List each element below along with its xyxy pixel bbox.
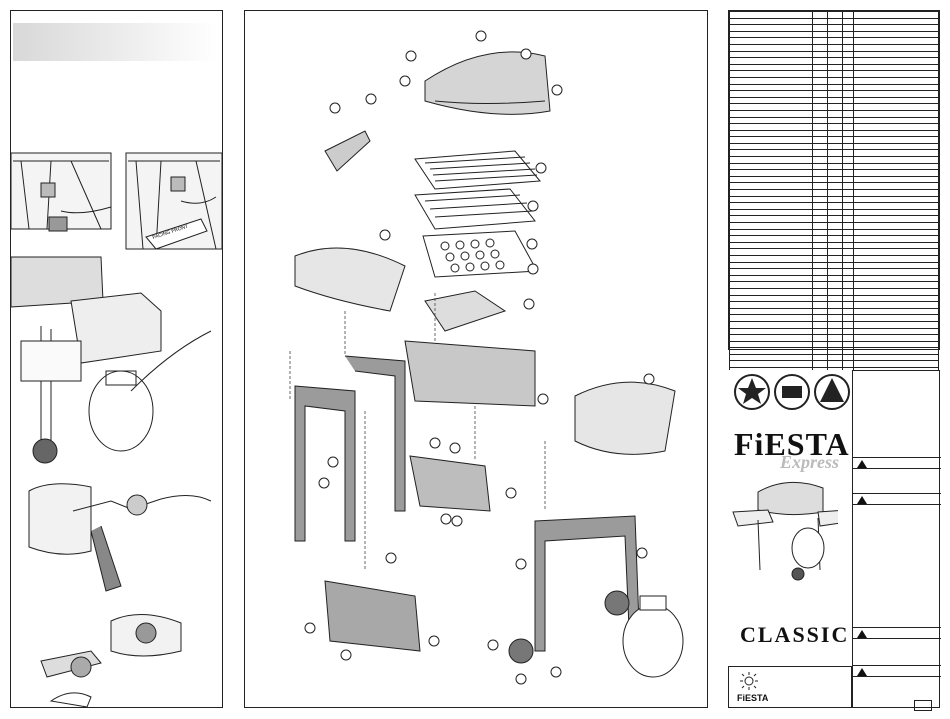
info-column [852,370,941,708]
warning-row-2 [853,493,941,505]
brand-info-panel: FiESTA Express CLASSIC FiESTA [728,370,941,708]
wheel-left [508,638,534,664]
assembly-steps-panel: FACING FRONT [10,10,223,708]
model-name: CLASSIC [740,622,850,647]
warning-icon [857,460,867,468]
warning-icon [857,668,867,676]
callout-markers [304,30,655,685]
lid [424,51,551,115]
exploded-grill-diagram-icon [289,30,684,685]
bottom-shelf [324,580,421,652]
step-image-grill-tank [11,256,212,464]
side-shelf-left [294,247,406,312]
propane-tank [622,604,684,678]
step-image-regulator [28,483,212,592]
brand-subtitle: Express [780,452,840,472]
wheel-right [604,590,630,616]
warning-icon [857,496,867,504]
side-shelf-right [574,381,676,455]
footer-logo-box: FiESTA [728,666,852,708]
warning-row-1 [853,457,941,469]
cart-frame-left [294,385,356,542]
exploded-parts-diagram [244,10,708,708]
step-image-valve [40,613,182,707]
header-gradient-bar [13,23,218,61]
burner [424,290,507,332]
step-image-hook-left [11,152,112,232]
certification-seals [732,370,852,420]
page-number-box [914,700,932,711]
warning-row-3 [853,627,941,639]
footer-logo-text: FiESTA [737,693,769,703]
cooking-grate [414,150,542,190]
warning-row-4 [853,665,941,677]
step-image-hook-right [125,152,222,250]
parts-table-grid [729,11,939,382]
warming-grate [414,188,536,230]
approval-seal-icon [734,374,850,410]
heat-shield [409,455,491,512]
grill-product-image [732,481,838,581]
firebox [404,340,536,407]
briquette-tray [422,230,538,278]
brand-logo: FiESTA [734,426,850,462]
parts-list-table [728,10,940,382]
sun-logo-icon [740,672,758,690]
warning-icon [857,630,867,638]
handle [324,130,371,172]
assembly-illustrations: FACING FRONT [11,152,222,707]
assembly-leader-lines [289,291,546,571]
